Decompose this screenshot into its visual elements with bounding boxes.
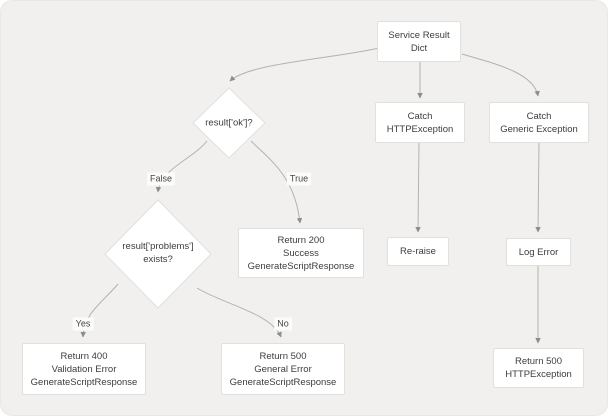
decision-label-result-ok: result['ok']? (205, 117, 253, 129)
node-return-400-validation-error: Return 400 Validation Error GenerateScri… (22, 343, 146, 395)
edge-ok-false-to-problems-check (155, 140, 208, 193)
decision-diamond-result-problems (104, 199, 212, 309)
node-re-raise: Re-raise (387, 237, 449, 266)
edge-service-to-catch-generic (461, 53, 540, 97)
node-return-200-success: Return 200 Success GenerateScriptRespons… (238, 228, 364, 278)
edge-label-false: False (146, 172, 176, 186)
node-catch-generic-exception: Catch Generic Exception (489, 102, 589, 143)
node-return-500-httpexception: Return 500 HTTPException (493, 348, 584, 388)
edge-label-true: True (286, 172, 312, 186)
decision-diamond-result-ok (192, 87, 266, 159)
edge-catch-http-to-re-raise (415, 142, 421, 233)
edge-label-no: No (274, 317, 292, 331)
edge-problems-no-to-return-500-general (196, 287, 282, 338)
edge-label-yes: Yes (72, 317, 94, 331)
decision-label-result-problems: result['problems'] exists? (122, 241, 194, 265)
edge-problems-yes-to-return-400 (80, 283, 119, 338)
node-log-error: Log Error (506, 238, 571, 266)
node-service-result-dict: Service Result Dict (377, 21, 461, 62)
edge-ok-true-to-return-200 (250, 140, 303, 224)
edge-service-to-ok-check (229, 47, 380, 82)
edge-catch-generic-to-log-error (535, 142, 541, 233)
node-return-500-general-error: Return 500 General Error GenerateScriptR… (221, 343, 345, 395)
node-catch-httpexception: Catch HTTPException (375, 102, 465, 143)
